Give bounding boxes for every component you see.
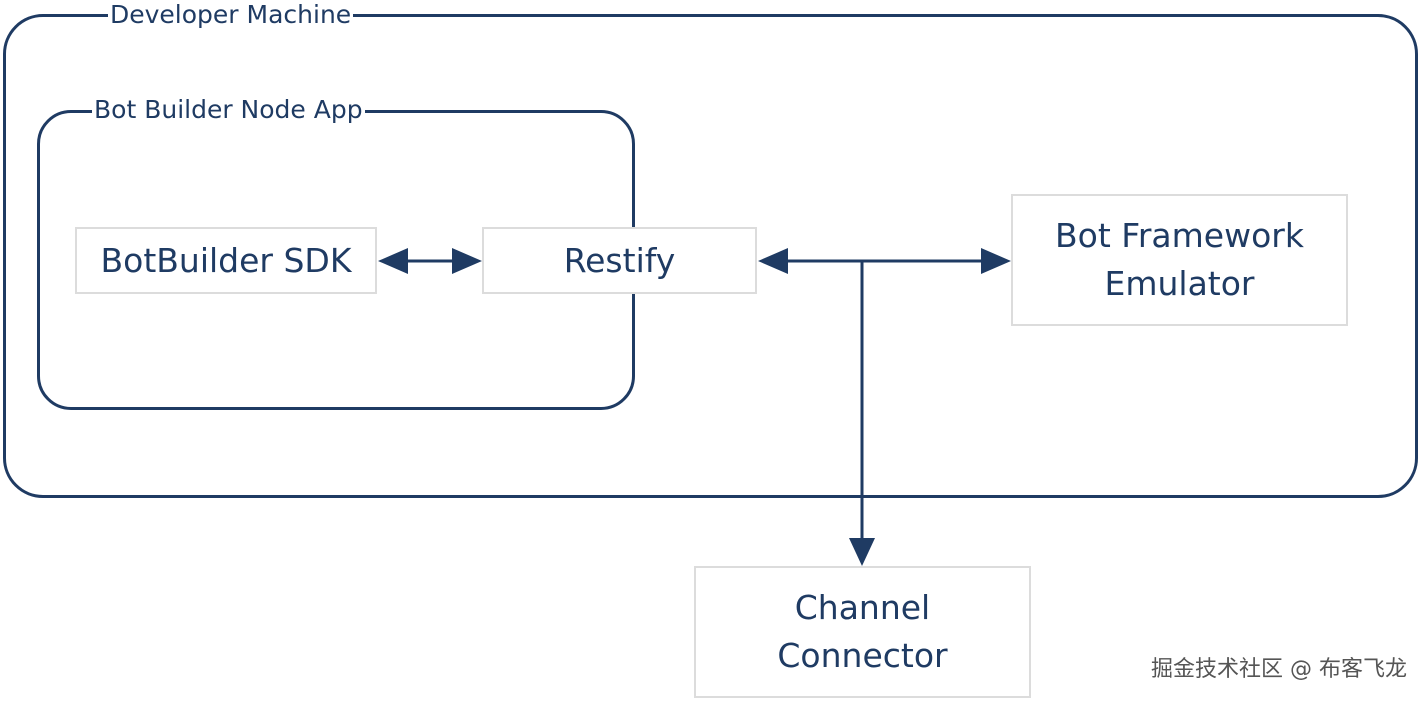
channel-connector-label: Channel Connector <box>777 588 948 675</box>
botbuilder-sdk-box: BotBuilder SDK <box>75 227 377 294</box>
bot-framework-emulator-box: Bot Framework Emulator <box>1011 194 1348 326</box>
restify-right-arrowhead <box>758 248 788 274</box>
botbuilder-sdk-label: BotBuilder SDK <box>100 240 352 280</box>
sdk-side-arrowhead <box>378 248 408 274</box>
emulator-arrowhead <box>981 248 1011 274</box>
watermark-text: 掘金技术社区 @ 布客飞龙 <box>1151 657 1407 682</box>
channel-arrowhead <box>849 538 875 566</box>
restify-label: Restify <box>563 240 676 280</box>
developer-machine-label: Developer Machine <box>108 0 354 30</box>
bot-builder-node-app-label: Bot Builder Node App <box>92 95 365 125</box>
bot-framework-emulator-label: Bot Framework Emulator <box>1055 216 1304 303</box>
restify-box: Restify <box>482 227 757 294</box>
developer-machine-group <box>3 14 1418 498</box>
restify-side-arrowhead <box>452 248 482 274</box>
channel-connector-box: Channel Connector <box>694 566 1031 698</box>
